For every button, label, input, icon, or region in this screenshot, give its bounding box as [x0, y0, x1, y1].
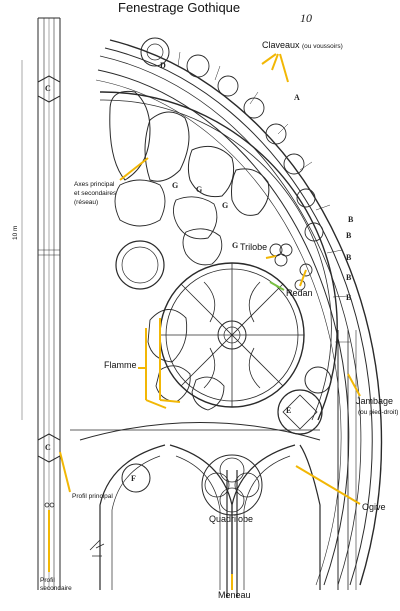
label-axes-line2: et secondaires: [74, 190, 117, 197]
label-profil-secondaire-line2: secondaire: [40, 585, 72, 592]
left-rosette: [115, 240, 165, 290]
label-quadrilobe: Quadrilobe: [209, 514, 253, 524]
label-axes-line1: Axes principal: [74, 181, 115, 188]
plate-letter-d: D: [160, 61, 166, 70]
upper-profile-section: [37, 75, 61, 103]
plate-letter-b-4: B: [346, 273, 352, 282]
plate-letter-g-1: G: [172, 181, 178, 190]
label-jambage-note: (ou pied-droit): [358, 409, 398, 416]
diagram-title: Fenestrage Gothique: [118, 0, 240, 15]
lobed-panels: [109, 90, 270, 266]
central-rose: [159, 262, 305, 408]
plate-letter-g-3: G: [222, 201, 228, 210]
label-meneau: Meneau: [218, 590, 251, 600]
flamboyant-shapes: [147, 309, 225, 411]
plate-letter-a: A: [294, 93, 300, 102]
label-profil-principal: Profil principal: [72, 493, 113, 500]
trilobe-shape: [269, 243, 293, 267]
top-rosettes: [140, 37, 324, 242]
label-profil-secondaire-line1: Profil: [40, 577, 55, 584]
plate-letter-f: F: [131, 474, 136, 483]
voussoir-ticks: [177, 51, 350, 343]
plate-letter-g-2: G: [196, 185, 202, 194]
label-flamme: Flamme: [104, 360, 137, 370]
right-side-circles: [277, 366, 332, 435]
label-ogive: Ogive: [362, 502, 386, 512]
mullion-profile-column: C C 10 m: [12, 17, 61, 590]
label-redan: Redan: [286, 288, 313, 298]
window-arch: D G G G G: [70, 37, 383, 598]
plate-letter-e: E: [286, 406, 291, 415]
quadrilobe-shape: [201, 454, 263, 516]
page-number: 10: [300, 11, 312, 25]
dimension-mark: 10 m: [12, 226, 19, 240]
label-axes-line3: (réseau): [74, 199, 98, 206]
circle-f: [121, 463, 151, 493]
label-claveaux-note: (ou voussoirs): [302, 43, 343, 50]
plate-letter-b-2: B: [346, 231, 352, 240]
annotations: Claveaux (ou voussoirs) Axes principal e…: [40, 40, 398, 600]
plate-letter-g-4: G: [232, 241, 238, 250]
label-trilobe: Trilobe: [240, 242, 267, 252]
label-jambage: Jambage: [356, 396, 393, 406]
plate-letter-c-upper: C: [45, 84, 51, 93]
plate-letter-b-1: B: [348, 215, 354, 224]
plate-letter-c-lower: C: [45, 443, 51, 452]
label-claveaux: Claveaux: [262, 40, 300, 50]
plate-letter-b-3: B: [346, 253, 352, 262]
plate-letter-b-5: B: [346, 293, 352, 302]
